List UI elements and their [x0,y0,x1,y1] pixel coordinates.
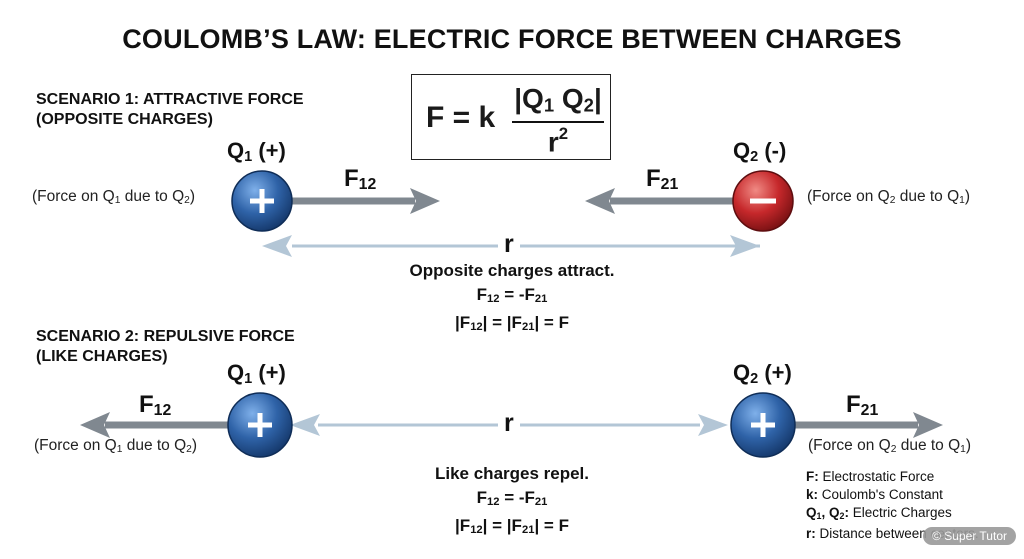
force-arrow-f12-s2 [80,412,232,438]
watermark: © Super Tutor [923,527,1016,545]
scenario1-note-line1: Opposite charges attract. [409,261,615,280]
distance-label-s2: r [498,409,520,438]
f21-label-s1: F21 [646,165,679,194]
q2-description-s2: (Force on Q2 due to Q1) [808,437,972,456]
scenario2-heading-line1: SCENARIO 2: REPULSIVE FORCE [36,328,295,345]
q2-label-s2: Q2 (+) [733,360,792,387]
force-arrow-f21-s2 [793,412,943,438]
q1-description-s2: (Force on Q1 due to Q2) [34,437,198,456]
coulomb-formula-box: F = k |Q1 Q2| r2 [411,74,611,160]
scenario2-heading: SCENARIO 2: REPULSIVE FORCE (LIKE CHARGE… [36,327,295,367]
distance-arrow-s1 [262,235,760,257]
scenario1-heading-line1: SCENARIO 1: ATTRACTIVE FORCE [36,91,304,108]
force-arrow-f21-s1 [585,188,735,214]
scenario2-note-line3: |F12| = |F21| = F [455,516,569,537]
q1-description-s1: (Force on Q1 due to Q2) [32,188,196,207]
legend-item-charges: Q1, Q2: Electric Charges [806,505,952,521]
scenario1-note-line3: |F12| = |F21| = F [455,313,569,334]
f12-label-s2: F12 [139,391,172,420]
scenario2-note-line1: Like charges repel. [434,464,590,483]
charge-q2-s1 [732,170,794,232]
f21-label-s2: F21 [846,391,879,420]
q1-label-s1: Q1 (+) [227,138,286,165]
scenario1-note-line2: F12 = -F21 [476,285,548,306]
scenario2-note-line2: F12 = -F21 [476,488,548,509]
q2-label-s1: Q2 (-) [733,138,787,165]
formula-fraction-bar [512,121,604,123]
force-arrow-f12-s1 [292,188,440,214]
scenario1-heading-line2: (OPPOSITE CHARGES) [36,111,213,128]
formula-numerator: |Q1 Q2| [514,83,602,116]
page-title: COULOMB’S LAW: ELECTRIC FORCE BETWEEN CH… [122,24,902,54]
formula-denominator: r2 [547,124,569,158]
formula-lhs: F = k [426,101,496,134]
legend-item-constant: k: Coulomb's Constant [806,487,943,502]
distance-label-s1: r [498,230,520,259]
scenario2-heading-line2: (LIKE CHARGES) [36,348,168,365]
f12-label-s1: F12 [344,165,377,194]
charge-q2-s2 [730,392,796,458]
q2-description-s1: (Force on Q2 due to Q1) [807,188,971,207]
charge-q1-s2 [227,392,293,458]
charge-q1-s1 [231,170,293,232]
scenario2-note: Like charges repel. F12 = -F21 |F12| = |… [0,462,1024,542]
scenario1-note: Opposite charges attract. F12 = -F21 |F1… [0,259,1024,339]
legend-item-force: F: Electrostatic Force [806,469,935,484]
q1-label-s2: Q1 (+) [227,360,286,387]
scenario1-heading: SCENARIO 1: ATTRACTIVE FORCE (OPPOSITE C… [36,90,304,130]
